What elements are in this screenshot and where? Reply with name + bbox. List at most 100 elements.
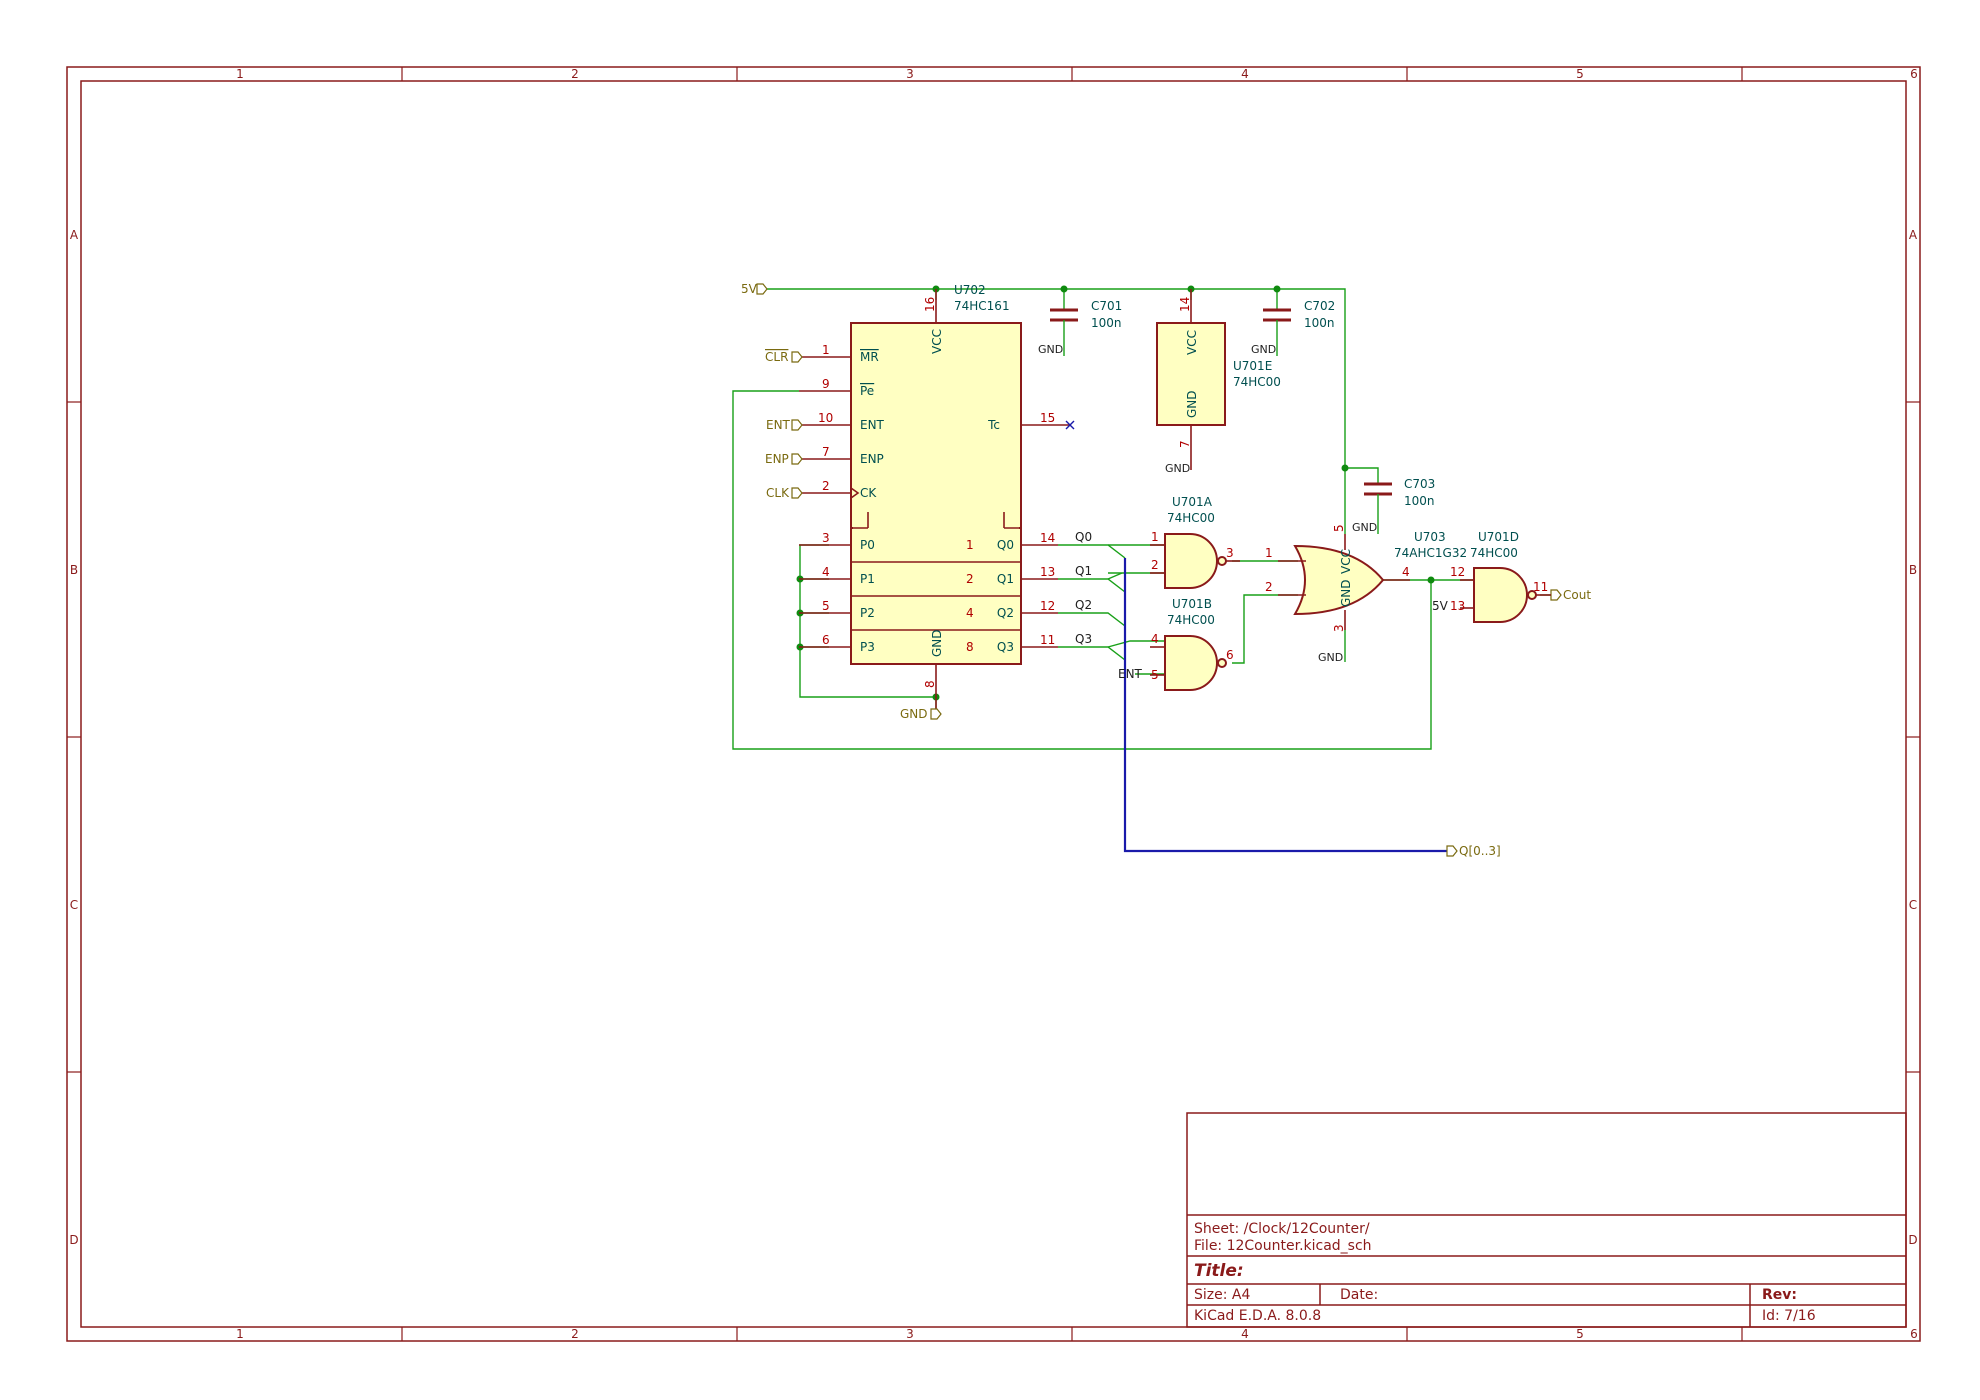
hierarchical-ports: 5V CLR ENT ENP CLK GND Cout Q[0..3] bbox=[741, 282, 1591, 858]
u701a-ref: U701A bbox=[1172, 495, 1213, 509]
u703-in2: 2 bbox=[1265, 580, 1273, 594]
col-label-5-bottom: 5 bbox=[1576, 1327, 1584, 1341]
tb-id: Id: 7/16 bbox=[1762, 1308, 1816, 1324]
u702-pin-num-p3: 6 bbox=[822, 633, 830, 647]
u703-gnd-name: GND bbox=[1339, 579, 1353, 607]
row-label-a-right: A bbox=[1909, 228, 1918, 242]
inverter-bubble-icon bbox=[1217, 556, 1227, 566]
u702-pin-num-gnd: 8 bbox=[923, 680, 937, 688]
u701e-gnd-num: 7 bbox=[1178, 440, 1192, 448]
col-label-6: 6 bbox=[1910, 67, 1918, 81]
u702-pin-name-ent: ENT bbox=[860, 418, 885, 432]
u701d-nand-gate[interactable]: 12 13 11 U701D 74HC00 bbox=[1450, 530, 1551, 623]
u701b-nand-gate[interactable]: 4 5 6 U701B 74HC00 bbox=[1150, 597, 1234, 691]
port-gnd-label: GND bbox=[900, 707, 928, 721]
u702-ref: U702 bbox=[954, 283, 986, 297]
u702-weight-q0: 1 bbox=[966, 538, 974, 552]
inner-border bbox=[80, 80, 1907, 1328]
net-label-5v: 5V bbox=[1432, 599, 1449, 613]
row-label-b-right: B bbox=[1909, 563, 1917, 577]
u702-pin-num-tc: 15 bbox=[1040, 411, 1055, 425]
u703-vcc-num: 5 bbox=[1332, 524, 1346, 532]
u702-pin-name-q0: Q0 bbox=[997, 538, 1014, 552]
port-arrow-icon bbox=[1550, 589, 1562, 601]
u701e-ref: U701E bbox=[1233, 359, 1272, 373]
c702-capacitor[interactable]: C702 100n GND bbox=[1251, 298, 1335, 356]
u701b-in1: 4 bbox=[1151, 632, 1159, 646]
u702-pin-name-q2: Q2 bbox=[997, 606, 1014, 620]
tb-tool: KiCad E.D.A. 8.0.8 bbox=[1194, 1308, 1321, 1324]
u703-ref: U703 bbox=[1414, 530, 1446, 544]
u702-counter[interactable]: U702 74HC161 1 9 10 7 2 3 4 5 6 15 14 13… bbox=[799, 283, 1075, 710]
u701d-out: 11 bbox=[1533, 580, 1548, 594]
clock-edge-icon bbox=[850, 487, 860, 499]
u702-pin-name-q1: Q1 bbox=[997, 572, 1014, 586]
outer-border bbox=[66, 66, 1921, 1342]
title-block: Sheet: /Clock/12Counter/ File: 12Counter… bbox=[1186, 1112, 1907, 1328]
c701-value: 100n bbox=[1091, 316, 1122, 330]
u701a-out: 3 bbox=[1226, 546, 1234, 560]
u702-pin-name-q3: Q3 bbox=[997, 640, 1014, 654]
u702-pin-num-q3: 11 bbox=[1040, 633, 1055, 647]
u702-pin-name-enp: ENP bbox=[860, 452, 884, 466]
u702-pin-num-mr: 1 bbox=[822, 343, 830, 357]
c702-ref: C702 bbox=[1304, 299, 1335, 313]
c702-value: 100n bbox=[1304, 316, 1335, 330]
c701-capacitor[interactable]: C701 100n GND bbox=[1038, 298, 1122, 356]
c701-ref: C701 bbox=[1091, 299, 1122, 313]
u702-pin-num-enp: 7 bbox=[822, 445, 830, 459]
port-arrow-icon bbox=[930, 708, 942, 720]
gnd-c701: GND bbox=[1038, 343, 1063, 356]
row-label-c-right: C bbox=[1909, 898, 1917, 912]
port-arrow-icon bbox=[791, 351, 803, 363]
row-label-a: A bbox=[70, 228, 79, 242]
col-label-3-bottom: 3 bbox=[906, 1327, 914, 1341]
junction bbox=[1273, 285, 1281, 293]
u702-weight-q3: 8 bbox=[966, 640, 974, 654]
gnd-u701e: GND bbox=[1165, 462, 1190, 475]
u702-pin-name-p3: P3 bbox=[860, 640, 875, 654]
c703-capacitor[interactable]: C703 100n GND bbox=[1352, 477, 1435, 534]
u701b-value: 74HC00 bbox=[1167, 613, 1215, 627]
net-label-q3: Q3 bbox=[1075, 632, 1092, 646]
junction bbox=[1427, 576, 1435, 584]
tb-sheet: Sheet: /Clock/12Counter/ bbox=[1194, 1221, 1370, 1237]
port-cout-label: Cout bbox=[1563, 588, 1591, 602]
tb-size: Size: A4 bbox=[1194, 1287, 1250, 1303]
col-label-3: 3 bbox=[906, 67, 914, 81]
port-arrow-icon bbox=[791, 487, 803, 499]
gnd-c703: GND bbox=[1352, 521, 1377, 534]
u701a-in2: 2 bbox=[1151, 558, 1159, 572]
net-label-q2: Q2 bbox=[1075, 598, 1092, 612]
u701a-value: 74HC00 bbox=[1167, 511, 1215, 525]
u701d-in1: 12 bbox=[1450, 565, 1465, 579]
net-labels: Q0 Q1 Q2 Q3 ENT 5V bbox=[1075, 530, 1449, 681]
u703-out: 4 bbox=[1402, 565, 1410, 579]
u702-pin-name-p0: P0 bbox=[860, 538, 875, 552]
col-label-1-bottom: 1 bbox=[236, 1327, 244, 1341]
u701d-value: 74HC00 bbox=[1470, 546, 1518, 560]
u702-pin-num-q1: 13 bbox=[1040, 565, 1055, 579]
net-label-q0: Q0 bbox=[1075, 530, 1092, 544]
tb-rev: Rev: bbox=[1762, 1287, 1797, 1303]
junction bbox=[1060, 285, 1068, 293]
u703-value: 74AHC1G32 bbox=[1394, 546, 1467, 560]
col-label-2-bottom: 2 bbox=[571, 1327, 579, 1341]
u702-pin-num-p1: 4 bbox=[822, 565, 830, 579]
port-clk-label: CLK bbox=[766, 486, 790, 500]
u701a-nand-gate[interactable]: 1 2 3 U701A 74HC00 bbox=[1150, 495, 1240, 589]
u701e-gnd-name: GND bbox=[1185, 390, 1199, 418]
col-label-2: 2 bbox=[571, 67, 579, 81]
u702-pin-name-ck: CK bbox=[860, 486, 877, 500]
u702-pin-num-pe: 9 bbox=[822, 377, 830, 391]
u703-or-gate[interactable]: 1 2 4 5 3 VCC GND U703 74AHC1G32 GND bbox=[1265, 524, 1467, 664]
u702-pin-num-ck: 2 bbox=[822, 479, 830, 493]
u702-pin-name-pe: Pe bbox=[860, 384, 874, 398]
c703-ref: C703 bbox=[1404, 477, 1435, 491]
port-ent-label: ENT bbox=[766, 418, 791, 432]
col-label-4: 4 bbox=[1241, 67, 1249, 81]
port-qbus-label: Q[0..3] bbox=[1459, 844, 1501, 858]
col-label-4-bottom: 4 bbox=[1241, 1327, 1249, 1341]
u701e-power-unit[interactable]: 14 7 VCC GND U701E 74HC00 GND bbox=[1156, 289, 1281, 475]
